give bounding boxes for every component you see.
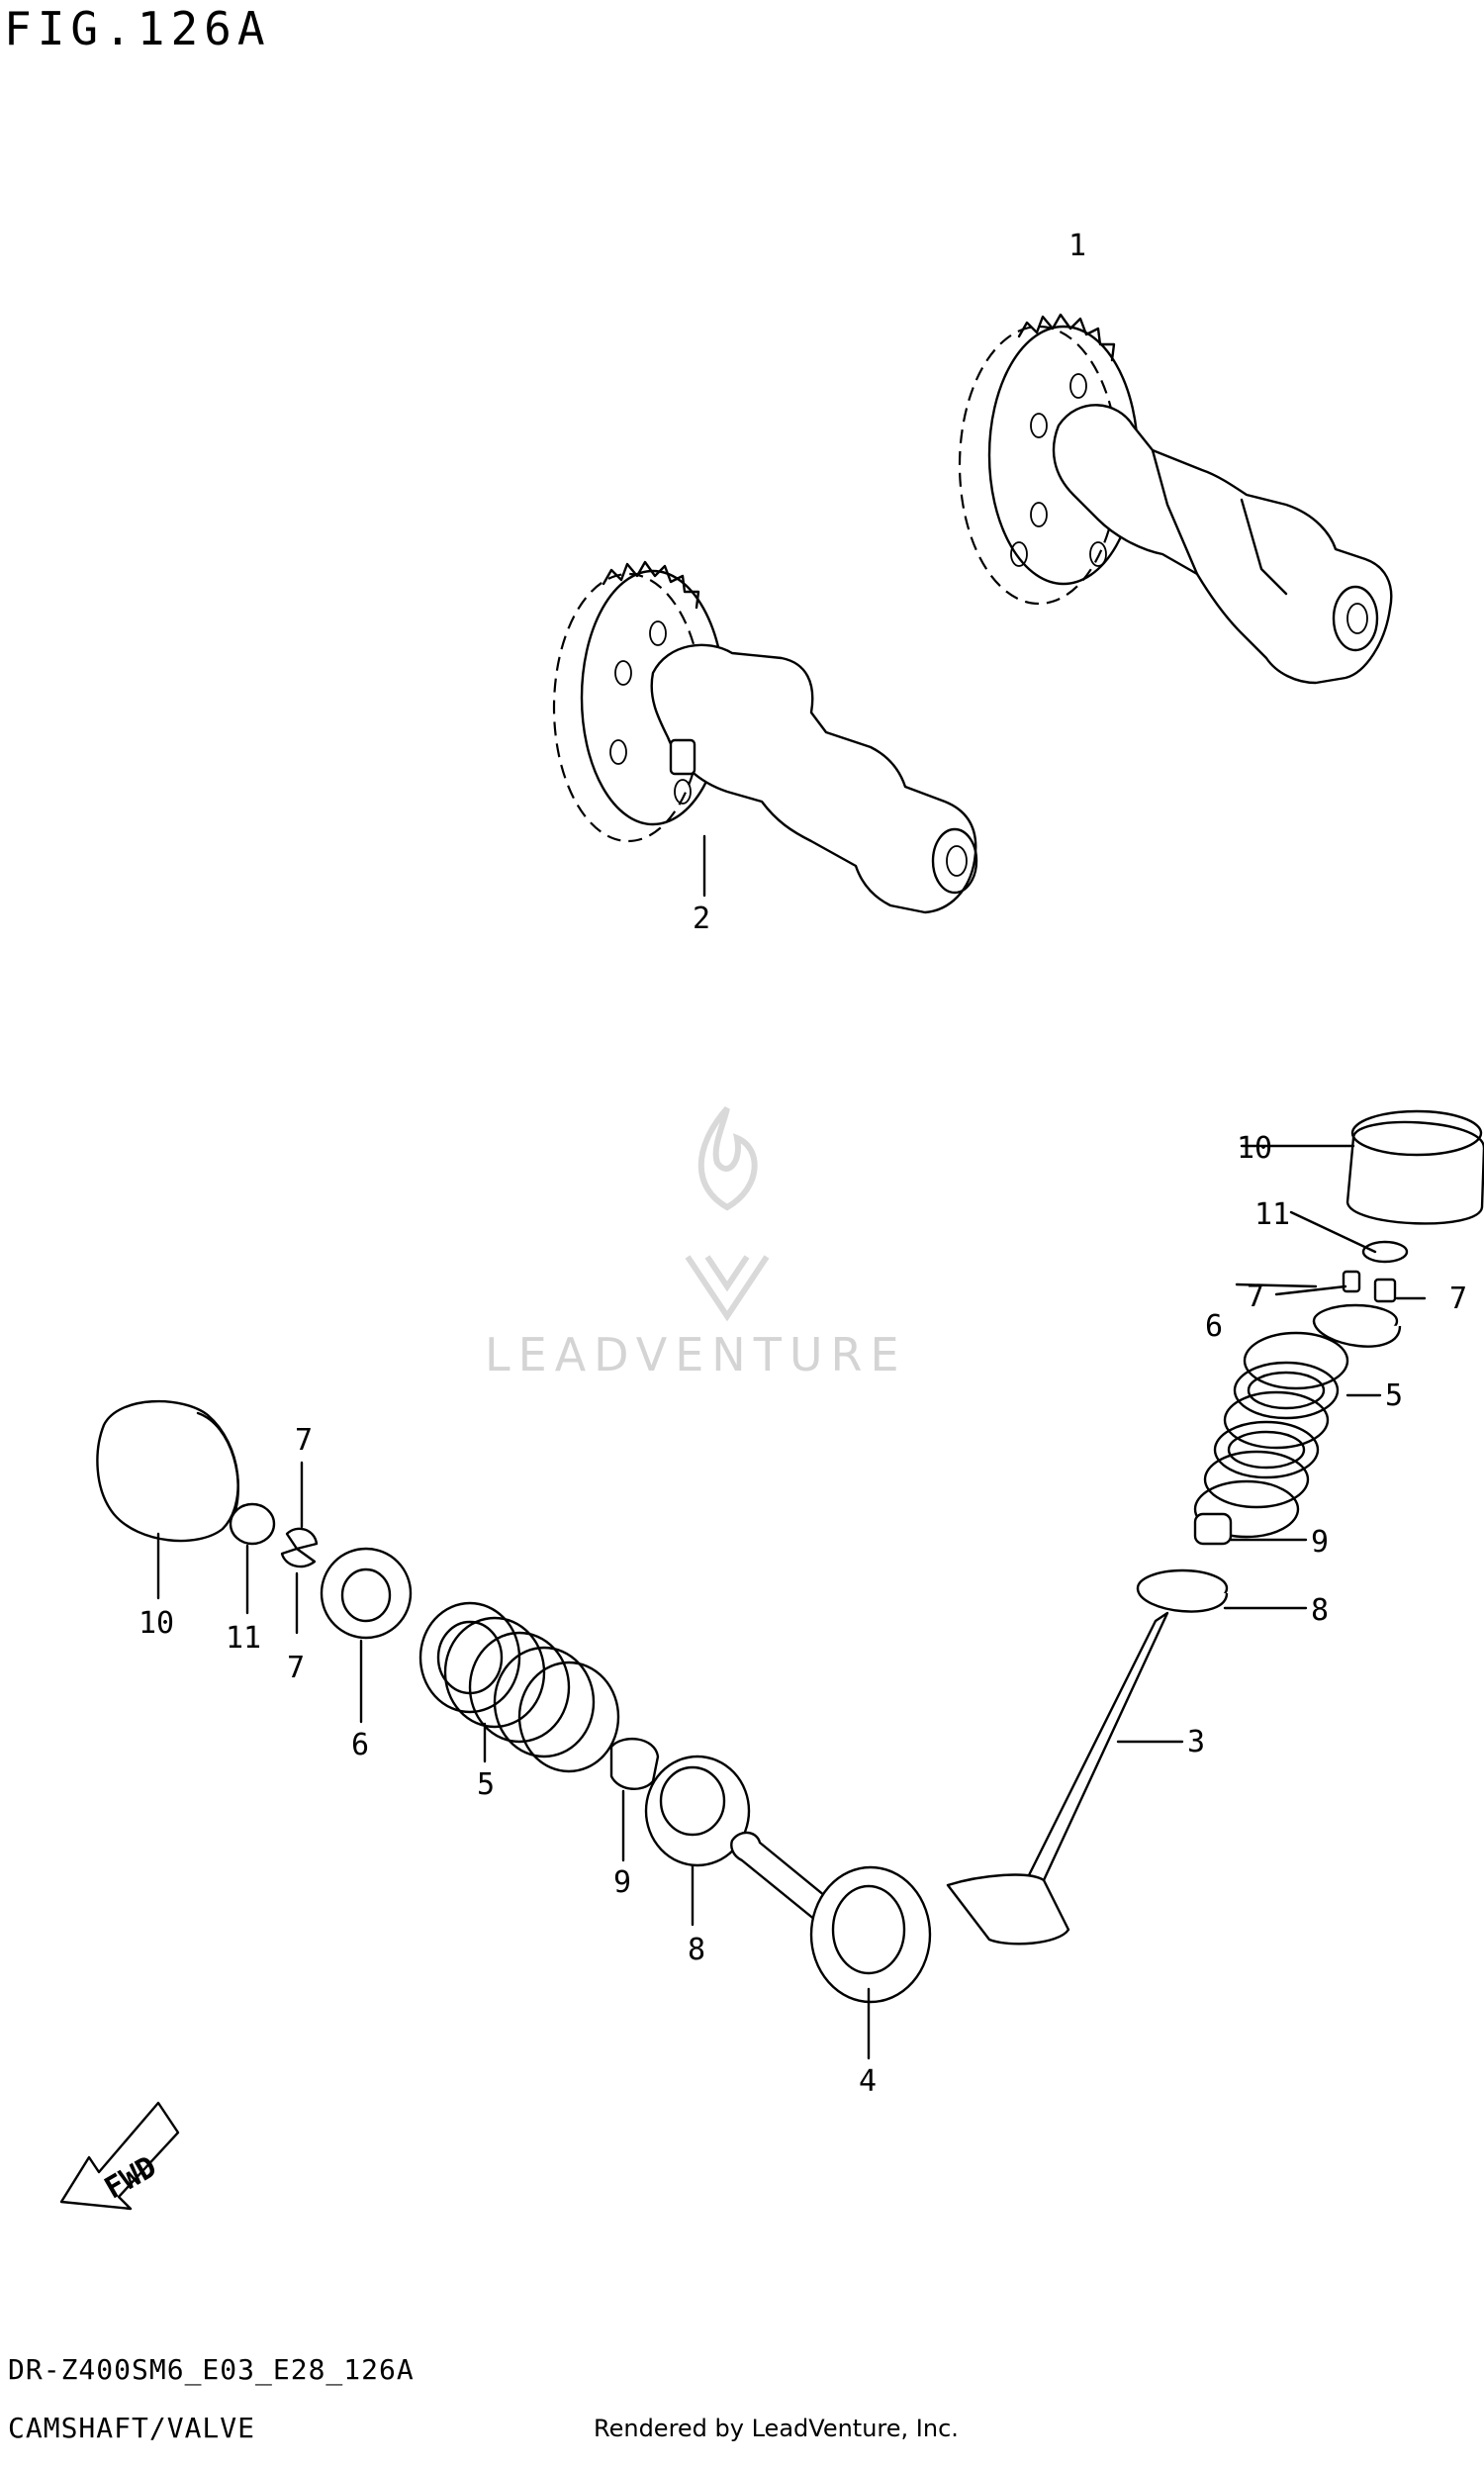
section-name: CAMSHAFT/VALVE (8, 2412, 256, 2444)
leadventure-watermark: LEADVENTURE (485, 1106, 907, 1381)
valve-cotter (280, 1547, 317, 1568)
valve-head (946, 1873, 1070, 1946)
callout-9: 9 (1311, 1525, 1329, 1560)
callout-8: 8 (1311, 1593, 1329, 1628)
camshaft-end (1332, 585, 1379, 652)
fwd-arrow-icon (59, 2101, 180, 2211)
watermark-text: LEADVENTURE (485, 1328, 907, 1381)
callout-5: 5 (477, 1767, 495, 1802)
valve-stem-seal (609, 1738, 660, 1790)
callout-2: 2 (693, 902, 710, 936)
valve-stem-seal (1193, 1512, 1233, 1546)
valve-shim (1361, 1240, 1409, 1264)
chevron-logo-icon (685, 1255, 770, 1322)
callout-7: 7 (295, 1423, 313, 1458)
callout-6: 6 (1205, 1309, 1223, 1344)
valve-head (809, 1865, 932, 2004)
camshaft-body (650, 643, 977, 914)
valve-cotter (1342, 1270, 1361, 1293)
callout-10: 10 (1237, 1131, 1272, 1166)
valve-cotter (285, 1527, 319, 1551)
callout-3: 3 (1187, 1725, 1205, 1759)
spring-retainer (320, 1547, 413, 1640)
valve-spring (418, 1601, 620, 1773)
camshaft-end (931, 827, 978, 895)
sprocket-teeth (1017, 313, 1116, 362)
valve-spring (1193, 1331, 1349, 1539)
figure-title: FIG.126A (4, 2, 271, 55)
camshaft-body (1052, 404, 1393, 685)
valve-tappet (1345, 1120, 1484, 1225)
callout-11: 11 (1254, 1197, 1290, 1232)
spring-seat (644, 1755, 751, 1867)
camshaft-intake (552, 560, 978, 914)
callout-7: 7 (287, 1651, 305, 1685)
valve-assembly-right (946, 1109, 1484, 1946)
callout-7: 7 (1247, 1280, 1264, 1314)
callout-1: 1 (1068, 229, 1086, 263)
render-credit: Rendered by LeadVenture, Inc. (594, 2415, 959, 2442)
callout-8: 8 (688, 1933, 705, 1967)
valve-tappet (96, 1399, 239, 1543)
valve-shim (229, 1502, 276, 1546)
callout-10: 10 (139, 1606, 174, 1641)
callout-9: 9 (613, 1865, 631, 1900)
callout-4: 4 (859, 2064, 877, 2099)
flame-icon (697, 1106, 758, 1211)
model-code: DR-Z400SM6_E03_E28_126A (8, 2353, 415, 2386)
valve-cotter (1373, 1278, 1397, 1303)
callout-5: 5 (1385, 1378, 1403, 1413)
fwd-direction-badge: FWD (59, 2101, 180, 2211)
callout-6: 6 (351, 1728, 369, 1762)
callout-11: 11 (226, 1621, 261, 1656)
callout-7: 7 (1449, 1282, 1467, 1316)
valve-assembly-left (96, 1399, 932, 2060)
camshaft-exhaust (958, 313, 1393, 685)
valve-stem (1027, 1611, 1169, 1882)
